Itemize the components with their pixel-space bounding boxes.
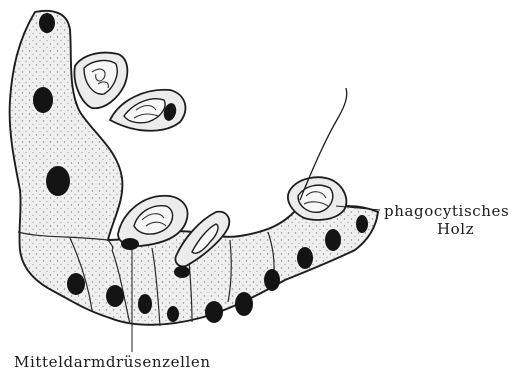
nucleus xyxy=(106,285,124,307)
nucleus xyxy=(235,292,253,316)
nucleus xyxy=(205,301,223,323)
vacuole xyxy=(298,185,333,212)
nucleus xyxy=(264,269,280,291)
nucleus xyxy=(174,266,190,278)
nucleus xyxy=(46,166,70,196)
label-phagocytic-line2: Holz xyxy=(437,220,474,238)
nucleus xyxy=(33,87,53,113)
nucleus xyxy=(138,294,152,314)
nucleus xyxy=(39,13,55,33)
gland-tubule xyxy=(10,11,378,325)
nucleus xyxy=(167,306,179,322)
nucleus xyxy=(297,247,313,269)
nucleus xyxy=(356,215,368,233)
label-cells: Mitteldarmdrüsenzellen xyxy=(14,353,211,371)
nucleus xyxy=(325,229,341,251)
label-phagocytic-line1: phagocytisches xyxy=(384,202,509,220)
nucleus xyxy=(121,238,139,250)
nucleus xyxy=(67,273,85,295)
